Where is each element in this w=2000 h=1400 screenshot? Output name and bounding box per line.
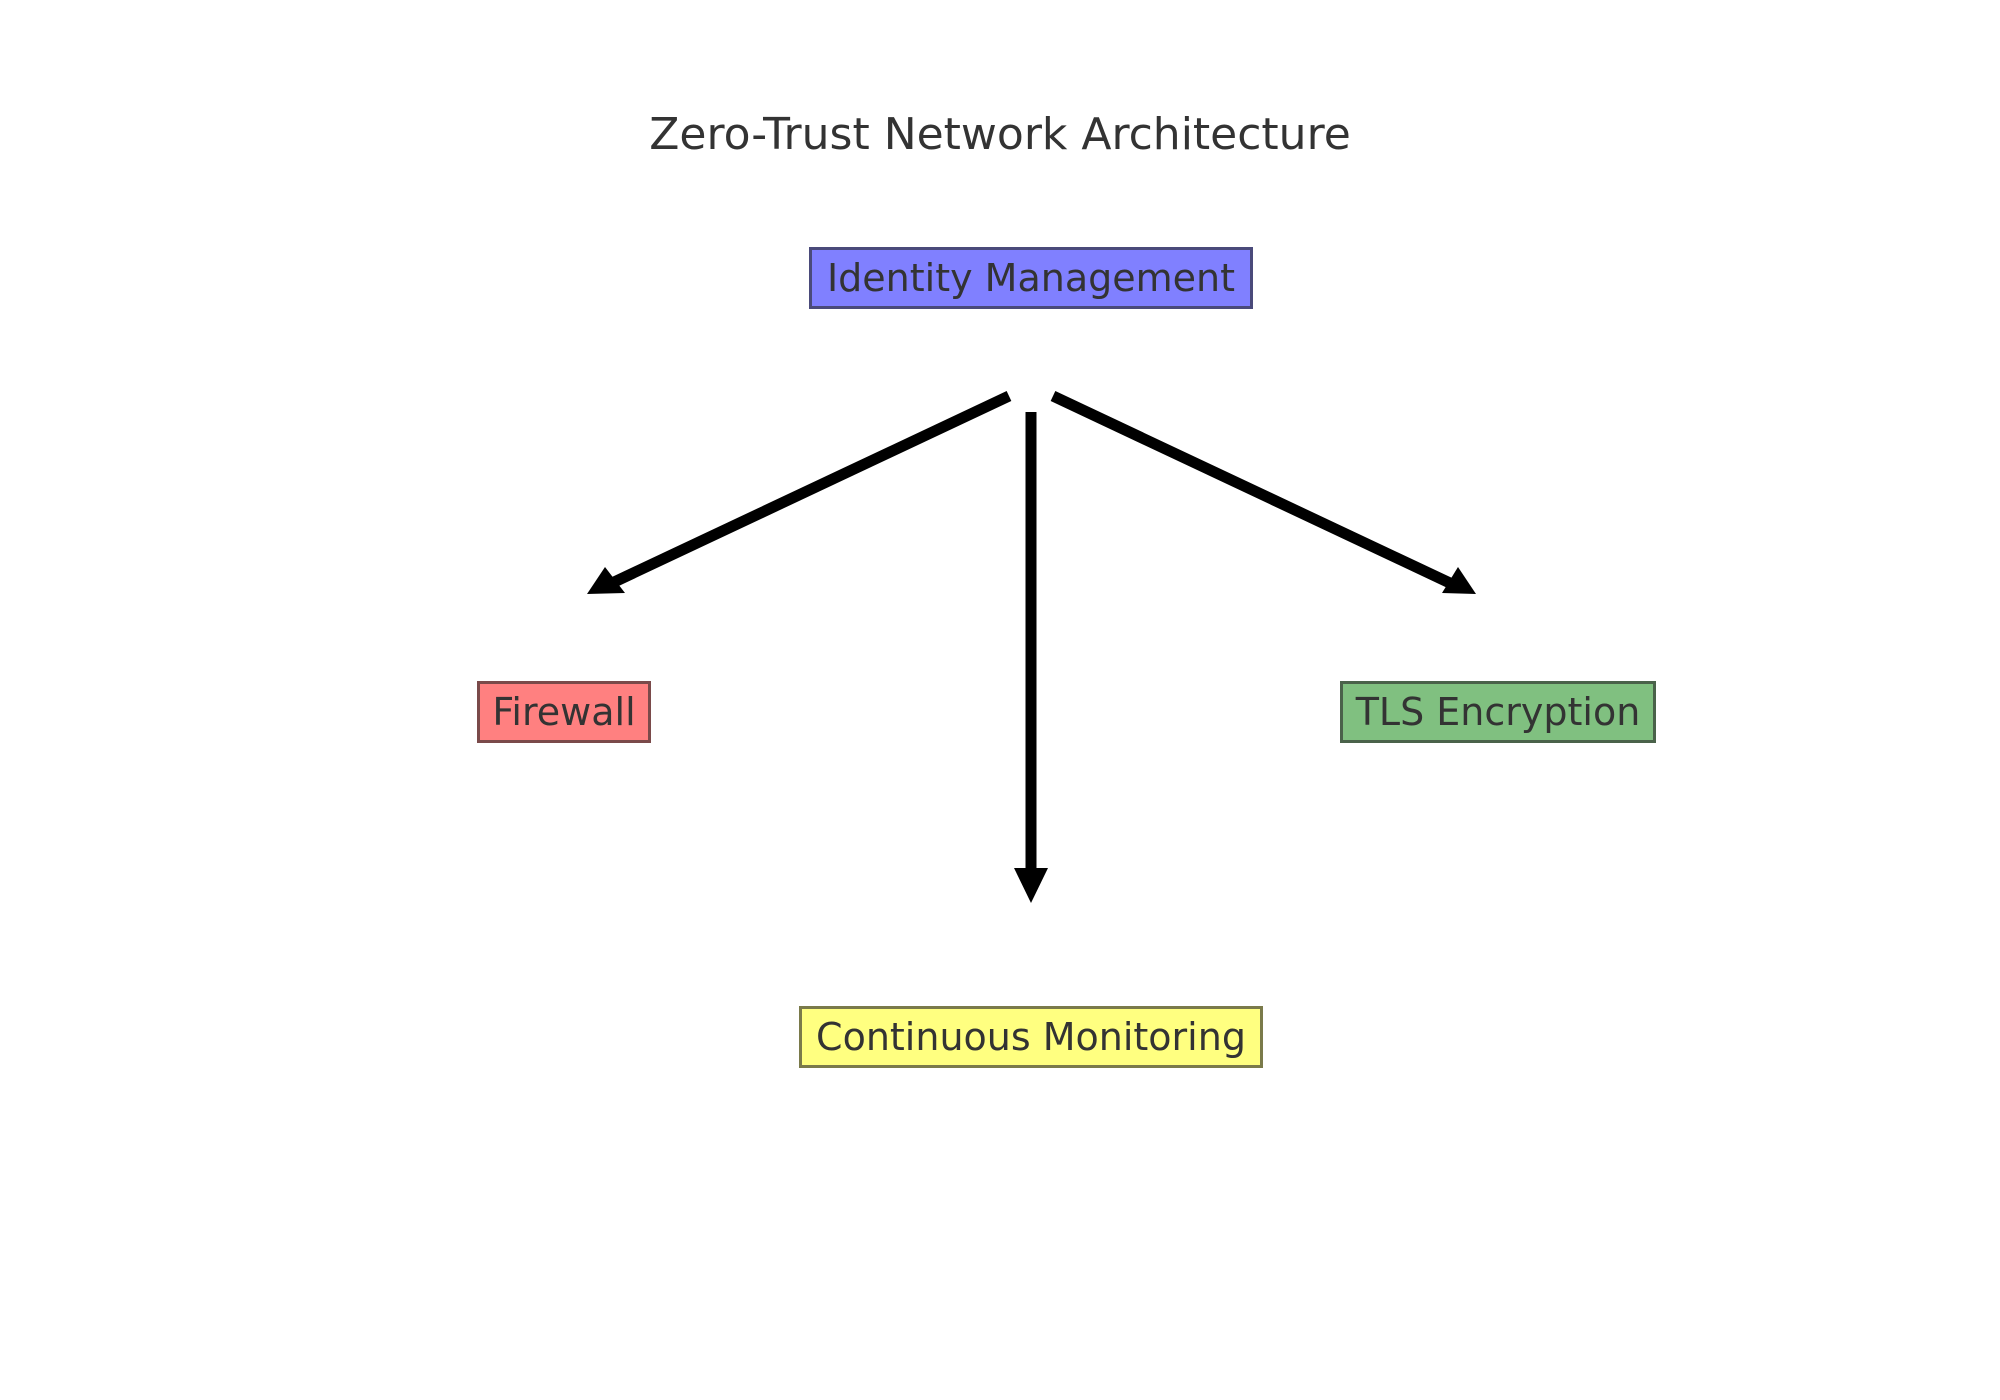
diagram-title: Zero-Trust Network Architecture [649, 109, 1351, 160]
edge-line-tls [1050, 391, 1455, 589]
arrowhead-firewall [587, 567, 625, 594]
node-firewall: Firewall [477, 681, 651, 743]
edge-identity-to-monitoring [1014, 412, 1048, 903]
edge-line-firewall [607, 391, 1012, 589]
edge-identity-to-firewall [587, 391, 1012, 594]
arrowhead-tls [1442, 567, 1476, 594]
node-tls-encryption: TLS Encryption [1340, 681, 1656, 743]
node-identity-management: Identity Management [809, 247, 1253, 309]
edge-identity-to-tls [1050, 391, 1476, 594]
node-continuous-monitoring: Continuous Monitoring [799, 1006, 1263, 1068]
arrowhead-monitoring [1014, 868, 1048, 903]
